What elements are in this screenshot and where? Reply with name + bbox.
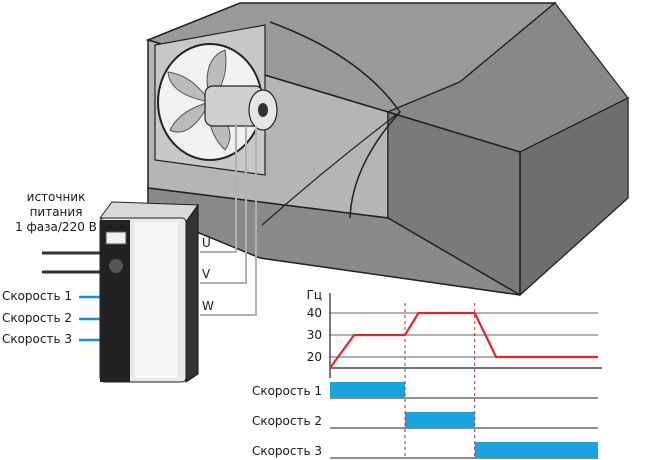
phase-label-v: V [202,267,211,281]
input-label-1: Скорость 1 [1,289,72,303]
power-supply-line1: источник [26,190,86,204]
y-axis-label: Гц [307,288,323,302]
frequency-converter [99,201,199,383]
speed-bar-1 [330,382,406,398]
speed-row-label-3: Скорость 3 [252,444,322,458]
speed-row-label-1: Скорость 1 [252,384,322,398]
speed-bar-2 [405,412,475,428]
speed-bar-3 [474,442,598,458]
power-supply-lines [42,251,103,274]
motor-icon [204,85,278,131]
motor-cables [200,124,257,316]
power-supply-line3: 1 фаза/220 В [15,220,97,234]
phase-label-w: W [202,299,214,313]
input-label-3: Скорость 3 [1,332,72,346]
y-tick-label-1: 30 [307,328,322,342]
frequency-line [329,311,598,369]
power-supply-line2: питания [29,205,83,219]
power-supply-label: источник питания 1 фаза/220 В [8,190,104,235]
speed-row-label-2: Скорость 2 [252,414,322,428]
y-tick-label-0: 20 [307,350,322,364]
phase-label-u: U [202,236,211,250]
input-label-2: Скорость 2 [1,311,72,325]
y-tick-label-2: 40 [307,306,322,320]
